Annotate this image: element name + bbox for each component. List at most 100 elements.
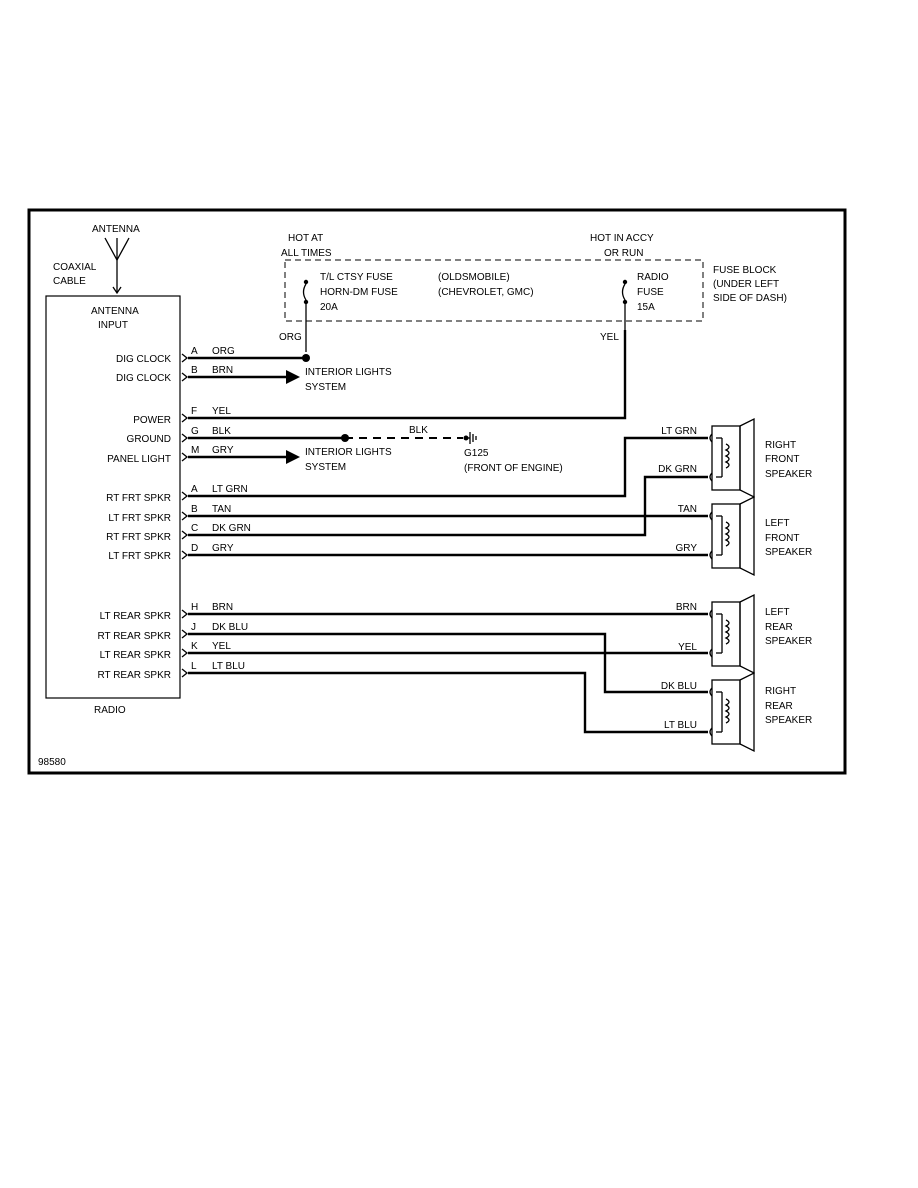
pin-label: A xyxy=(191,484,198,495)
interior-lights-system: SYSTEM xyxy=(305,382,346,393)
speaker-wire-label: LT BLU xyxy=(664,720,697,731)
pin-label: B xyxy=(191,365,198,376)
speaker-wire-label: LT GRN xyxy=(661,426,697,437)
terminal-label: GROUND xyxy=(127,434,171,445)
radio-label: RADIO xyxy=(94,705,126,716)
pin-label: M xyxy=(191,445,199,456)
fuse1-label-2: HORN-DM FUSE xyxy=(320,287,398,298)
wire-color-labels: ORG BRN YEL BLK GRY LT GRN TAN DK GRN GR… xyxy=(212,346,251,672)
speaker-label: REAR xyxy=(765,701,793,712)
all-times-label: ALL TIMES xyxy=(281,248,332,259)
terminal-label: RT FRT SPKR xyxy=(106,532,171,543)
speaker-label: SPEAKER xyxy=(765,715,812,726)
pin-label: J xyxy=(191,622,196,633)
wire-label: LT GRN xyxy=(212,484,248,495)
figure-id: 98580 xyxy=(38,757,66,768)
pin-labels: A B F G M A B C D H J K L xyxy=(191,346,199,672)
pin-label: K xyxy=(191,641,198,652)
fuse-wire-label: ORG xyxy=(279,332,302,343)
ground-wire-label: BLK xyxy=(409,425,428,436)
terminal-label: LT FRT SPKR xyxy=(108,551,171,562)
terminal-label: LT REAR SPKR xyxy=(100,650,171,661)
interior-lights-label: INTERIOR LIGHTS xyxy=(305,367,392,378)
diagram-frame xyxy=(27,208,847,775)
terminal-label: LT REAR SPKR xyxy=(100,611,171,622)
cable-label: CABLE xyxy=(53,276,86,287)
pin-label: F xyxy=(191,406,197,417)
hot-at-label: HOT AT xyxy=(288,233,323,244)
pin-label: D xyxy=(191,543,198,554)
speaker-label: SPEAKER xyxy=(765,547,812,558)
speaker-label: LEFT xyxy=(765,607,789,618)
wire-label: BRN xyxy=(212,602,233,613)
terminal-label: PANEL LIGHT xyxy=(107,454,171,465)
radio-box xyxy=(45,295,181,699)
terminal-label: LT FRT SPKR xyxy=(108,513,171,524)
ground-id-label: G125 xyxy=(464,448,489,459)
wire-label: BLK xyxy=(212,426,231,437)
speaker-label: SPEAKER xyxy=(765,469,812,480)
speaker-label: FRONT xyxy=(765,454,799,465)
speaker-label: RIGHT xyxy=(765,686,796,697)
terminal-label: RT REAR SPKR xyxy=(97,631,171,642)
terminal-label: DIG CLOCK xyxy=(116,373,171,384)
speaker-icon xyxy=(709,593,755,675)
terminal-label: DIG CLOCK xyxy=(116,354,171,365)
or-run-label: OR RUN xyxy=(604,248,643,259)
terminal-label: RT FRT SPKR xyxy=(106,493,171,504)
make-label-2: (CHEVROLET, GMC) xyxy=(438,287,534,298)
speaker-label: RIGHT xyxy=(765,440,796,451)
speaker-wire-label: DK BLU xyxy=(661,681,697,692)
ground-location-label: (FRONT OF ENGINE) xyxy=(464,463,563,474)
fuse-block-location: (UNDER LEFT xyxy=(713,279,779,290)
pin-label: C xyxy=(191,523,198,534)
interior-lights-label: INTERIOR LIGHTS xyxy=(305,447,392,458)
fuse-wire-label: YEL xyxy=(600,332,619,343)
speaker-wire-label: BRN xyxy=(676,602,697,613)
coaxial-label: COAXIAL xyxy=(53,262,97,273)
fuse-symbol xyxy=(621,279,628,330)
interior-lights-system: SYSTEM xyxy=(305,462,346,473)
wire-label: GRY xyxy=(212,445,234,456)
wire-label: BRN xyxy=(212,365,233,376)
antenna-label: ANTENNA xyxy=(92,224,140,235)
speaker-icon xyxy=(709,495,755,577)
fuse2-rating: 15A xyxy=(637,302,655,313)
fuse2-label: RADIO xyxy=(637,272,669,283)
wire-label: YEL xyxy=(212,641,231,652)
wire-label: YEL xyxy=(212,406,231,417)
splice-dot xyxy=(302,354,310,362)
pin-label: A xyxy=(191,346,198,357)
speaker-wire-label: YEL xyxy=(678,642,697,653)
speaker-wire-label: DK GRN xyxy=(658,464,697,475)
arrow-icon xyxy=(286,370,300,384)
wire-label: DK GRN xyxy=(212,523,251,534)
fuse1-rating: 20A xyxy=(320,302,338,313)
fuse-block-label: FUSE BLOCK xyxy=(713,265,777,276)
make-label: (OLDSMOBILE) xyxy=(438,272,510,283)
terminal-label: RT REAR SPKR xyxy=(97,670,171,681)
wire-label: TAN xyxy=(212,504,231,515)
antenna-input-label-2: INPUT xyxy=(98,320,128,331)
speaker-label: LEFT xyxy=(765,518,789,529)
speaker-icon xyxy=(709,671,755,753)
pin-label: B xyxy=(191,504,198,515)
speaker-wire-label: GRY xyxy=(676,543,698,554)
hot-accy-label: HOT IN ACCY xyxy=(590,233,654,244)
connector-chevrons xyxy=(181,353,189,678)
fuse1-label: T/L CTSY FUSE xyxy=(320,272,393,283)
wire-label: ORG xyxy=(212,346,235,357)
speaker-label: FRONT xyxy=(765,533,799,544)
fuse2-label-2: FUSE xyxy=(637,287,664,298)
speaker-label: REAR xyxy=(765,622,793,633)
ground-icon xyxy=(468,432,477,444)
terminal-label: POWER xyxy=(133,415,171,426)
arrow-icon xyxy=(286,450,300,464)
pin-label: L xyxy=(191,661,197,672)
pin-label: G xyxy=(191,426,199,437)
speaker-label: SPEAKER xyxy=(765,636,812,647)
speaker-icon xyxy=(709,417,755,499)
speaker-wire-label: TAN xyxy=(678,504,697,515)
wire-label: LT BLU xyxy=(212,661,245,672)
